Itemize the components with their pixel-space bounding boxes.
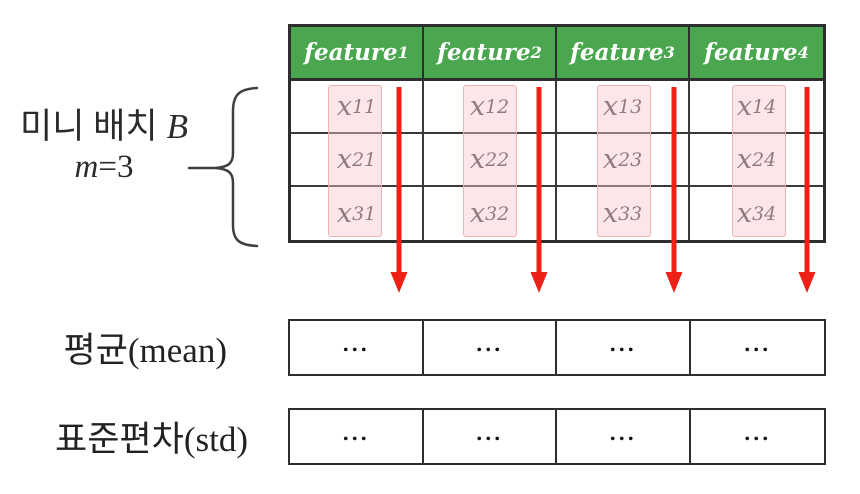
column-highlight-band <box>731 85 786 237</box>
x-value: x <box>469 91 486 122</box>
std-cell: ... <box>290 410 424 463</box>
header-text: feature <box>570 39 664 66</box>
x-value: x <box>736 144 753 175</box>
m-value: =3 <box>98 149 134 185</box>
x-value: x <box>736 198 753 229</box>
header-text: feature <box>437 39 531 66</box>
x-value: x <box>336 198 353 229</box>
header-text: feature <box>304 39 398 66</box>
column-highlight-band <box>328 85 382 237</box>
x-value: x <box>602 144 619 175</box>
x-value: x <box>336 91 353 122</box>
batch-variable: B <box>166 107 188 146</box>
x-value: x <box>469 198 486 229</box>
column-highlight-band <box>462 85 517 237</box>
x-value: x <box>602 198 619 229</box>
std-cell: ... <box>557 410 691 463</box>
std-label: 표준편차(std) <box>55 420 248 459</box>
mean-label: 평균(mean) <box>63 331 227 370</box>
mean-cell: ... <box>290 321 424 374</box>
x-value: x <box>736 91 753 122</box>
column-highlight-band <box>597 85 651 237</box>
mini-batch-text: 미니 배치 <box>20 107 158 146</box>
curly-brace-icon <box>214 86 259 248</box>
x-value: x <box>602 91 619 122</box>
mean-cell: ... <box>424 321 557 374</box>
m-variable: m <box>74 149 99 185</box>
x-value: x <box>469 144 486 175</box>
batch-size-equation: m=3 <box>4 148 204 186</box>
mean-cell: ... <box>743 331 771 356</box>
mean-table: ... ... ... ... <box>288 319 826 376</box>
std-cell: ... <box>743 420 771 445</box>
std-cell: ... <box>424 410 557 463</box>
header-text: feature <box>704 39 798 66</box>
mean-cell: ... <box>557 321 691 374</box>
std-table: ... ... ... ... <box>288 408 826 465</box>
x-value: x <box>336 144 353 175</box>
